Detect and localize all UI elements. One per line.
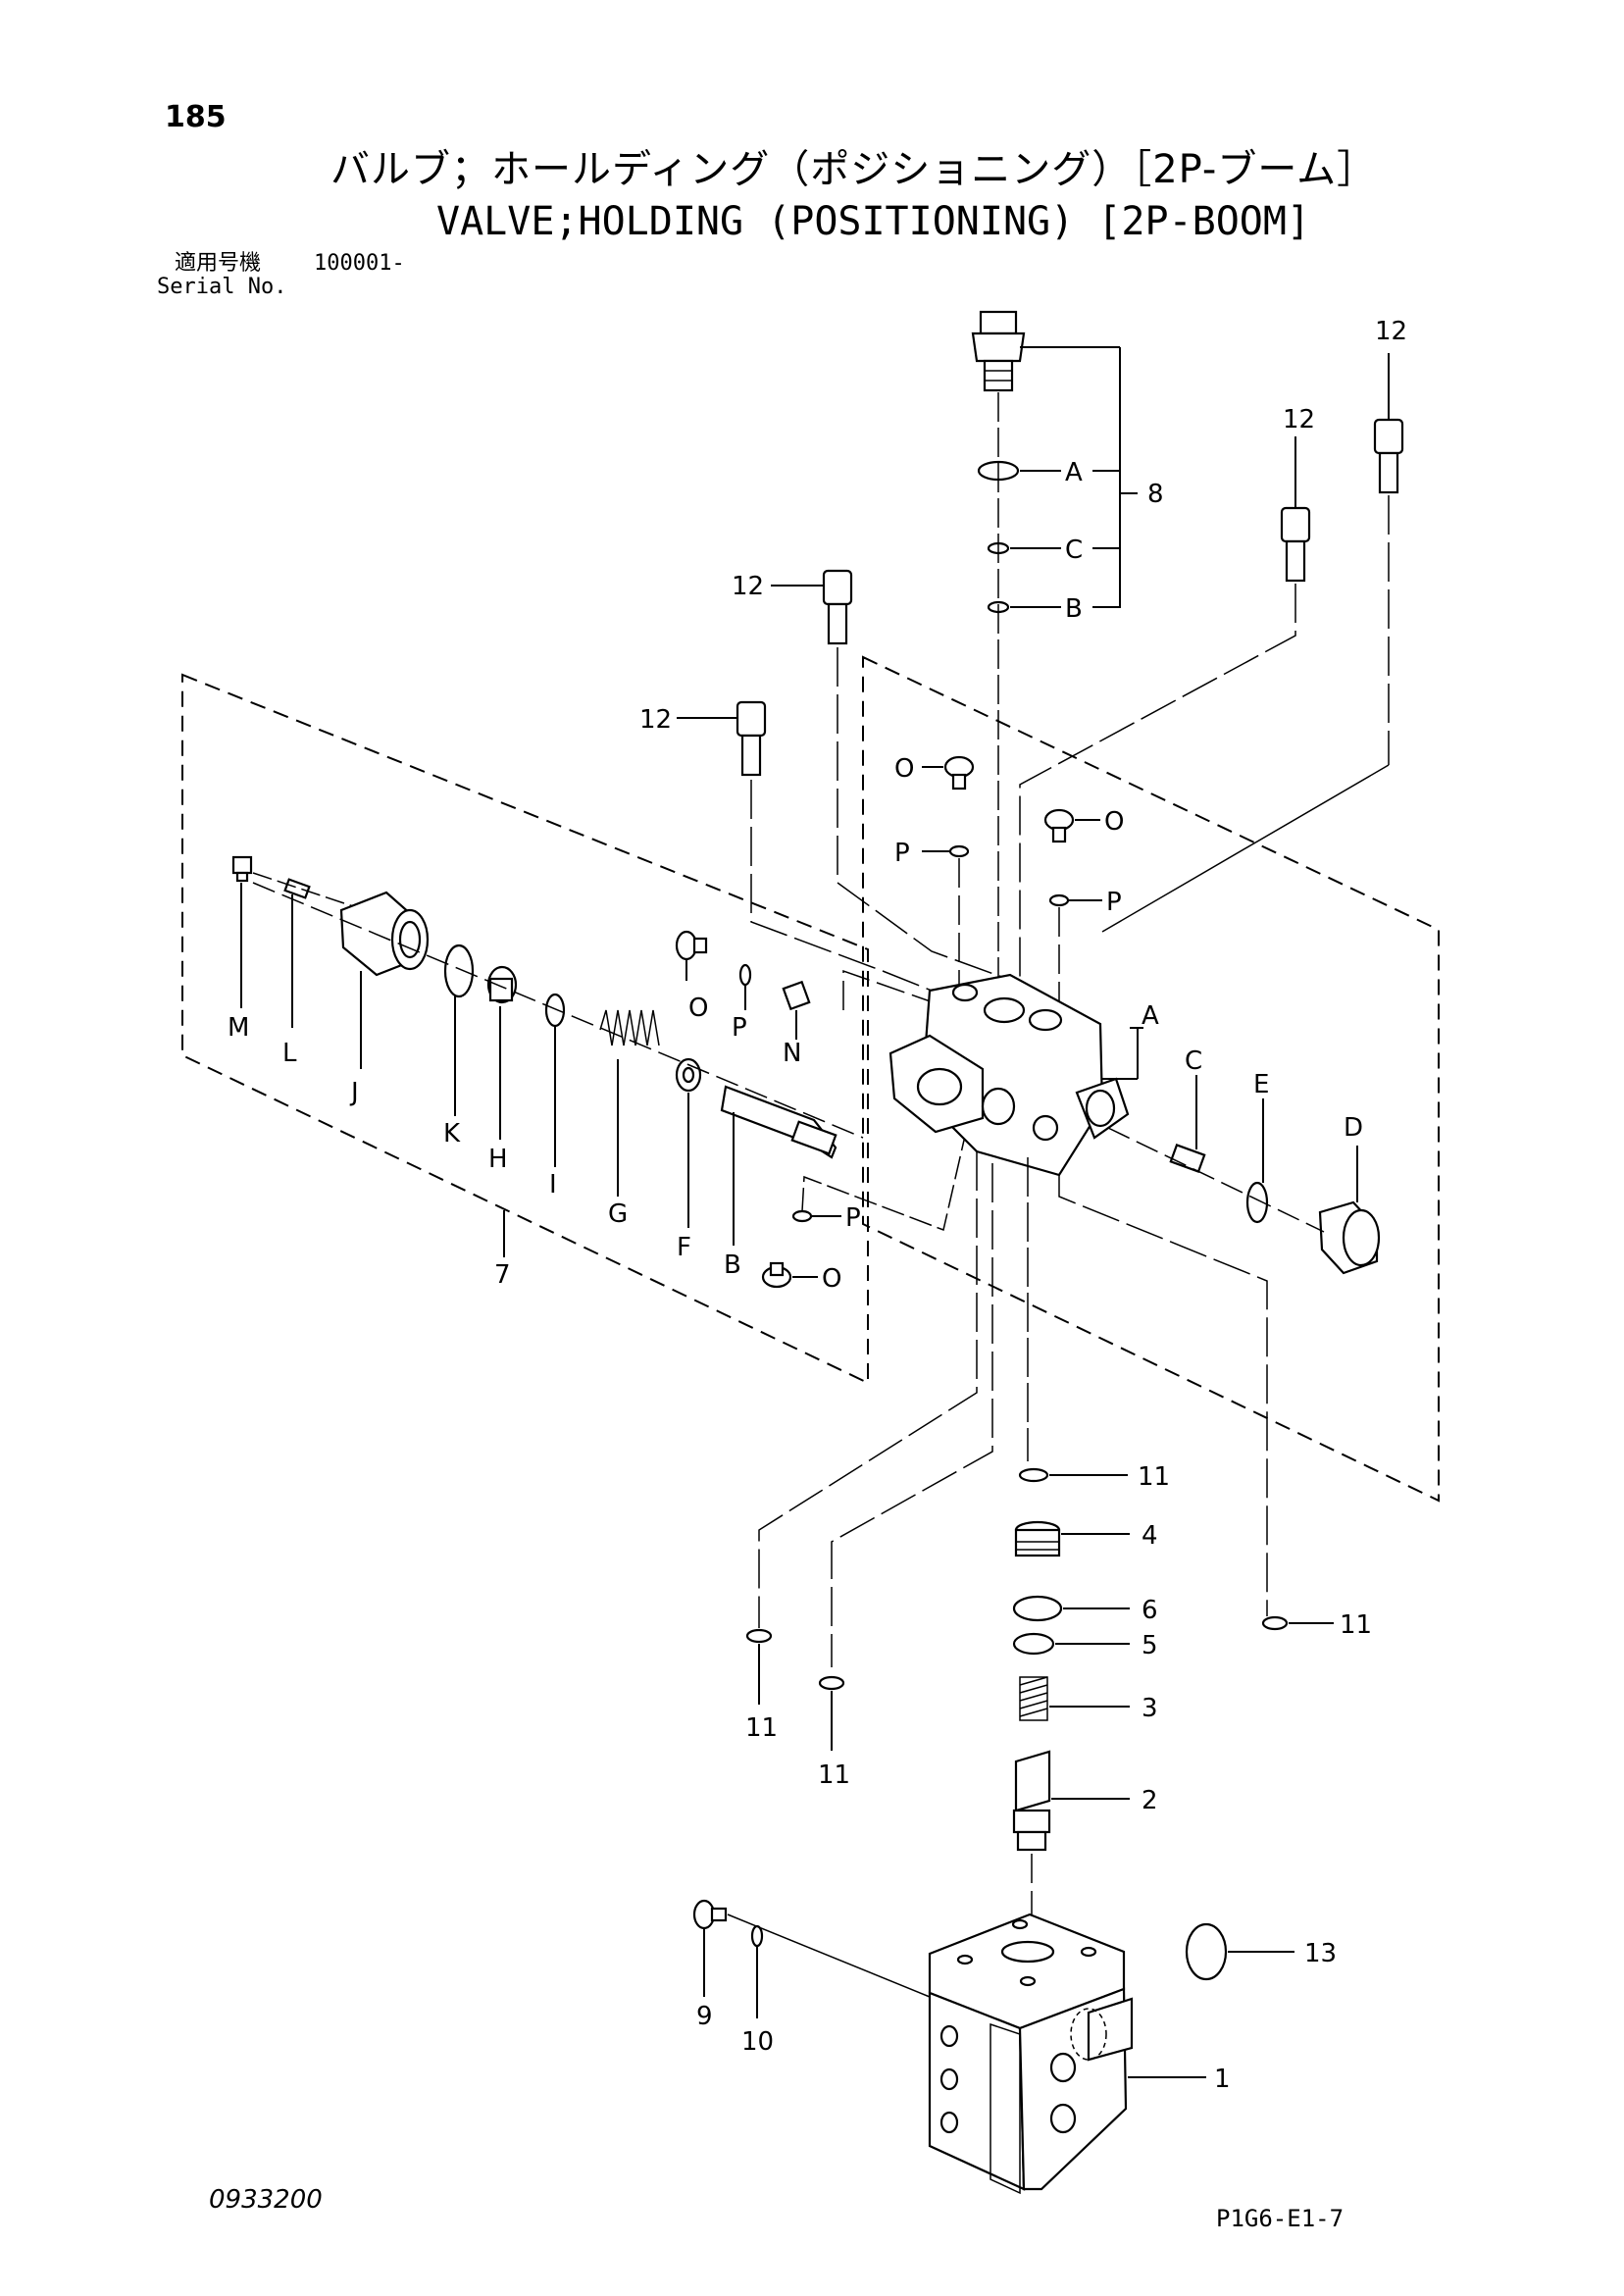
seal-P-4 (791, 1209, 813, 1223)
o-ring-11-c (1018, 1467, 1049, 1483)
seal-P-1 (948, 844, 970, 858)
bolt-12-d (736, 700, 767, 777)
label-H: H (488, 1145, 508, 1174)
seal-P-3 (738, 963, 752, 987)
label-O-3: O (688, 994, 708, 1023)
label-J: J (349, 1078, 359, 1107)
sleeve-4 (1014, 1520, 1061, 1557)
plug-O-3 (675, 930, 708, 961)
serial-label-english: Serial No. (157, 275, 287, 299)
label-O-2: O (1104, 807, 1124, 837)
o-ring-11-d (1261, 1615, 1289, 1631)
bolt-12-b (1280, 506, 1311, 583)
label-A-top: A (1065, 458, 1083, 487)
sub-assembly-outline-right (862, 655, 1440, 1503)
label-B-top: B (1065, 594, 1083, 624)
label-11-a: 11 (745, 1713, 778, 1743)
back-up-ring-I (544, 993, 566, 1028)
label-M: M (228, 1013, 249, 1043)
label-D: D (1344, 1113, 1363, 1143)
o-ring-11-b (818, 1675, 845, 1691)
o-ring-13 (1185, 1922, 1228, 1981)
spacer-H (486, 965, 518, 1004)
set-screw-C (1169, 1144, 1206, 1173)
label-11-d: 11 (1340, 1610, 1372, 1640)
title-japanese: バルブ；ホールディング（ポジショニング）［2P-ブーム］ (330, 147, 1378, 192)
bolt-12-c (822, 569, 853, 645)
label-E: E (1253, 1070, 1269, 1099)
serial-label-japanese: 適用号機 (175, 251, 262, 276)
label-O-4: O (822, 1264, 841, 1294)
label-P-2: P (1106, 888, 1122, 917)
label-P-3: P (732, 1013, 747, 1043)
label-11-c: 11 (1138, 1462, 1170, 1492)
seal-P-2 (1048, 893, 1070, 907)
spring-G (599, 1009, 660, 1046)
label-2: 2 (1142, 1786, 1158, 1815)
label-9: 9 (696, 2002, 713, 2031)
label-O-1: O (894, 754, 914, 784)
label-A-block: A (1142, 1001, 1159, 1031)
label-13: 13 (1304, 1939, 1337, 1968)
plug-O-4 (761, 1261, 792, 1289)
plug-9 (692, 1899, 728, 1930)
o-ring-10 (750, 1924, 764, 1948)
label-I: I (549, 1170, 557, 1199)
label-L: L (282, 1039, 297, 1068)
label-6: 6 (1142, 1596, 1158, 1625)
sub-assembly-outline-7 (181, 673, 869, 1385)
document-code: 0933200 (209, 2185, 323, 2215)
label-12-c: 12 (732, 572, 764, 601)
poppet-2 (1012, 1750, 1051, 1852)
spring-3 (1019, 1676, 1048, 1721)
o-ring-K (443, 944, 475, 998)
label-N: N (783, 1039, 801, 1068)
valve-body-block (888, 973, 1130, 1177)
label-K: K (443, 1119, 461, 1148)
label-B-spool: B (724, 1250, 741, 1280)
plug-J (339, 891, 430, 977)
label-5: 5 (1142, 1631, 1158, 1660)
bolt-12-a (1373, 418, 1404, 494)
housing-1 (928, 1913, 1134, 2195)
label-12-a: 12 (1375, 317, 1407, 346)
figure-code: P1G6-E1-7 (1216, 2205, 1345, 2232)
label-P-1: P (894, 839, 910, 868)
label-P-4: P (845, 1203, 861, 1233)
label-1: 1 (1214, 2065, 1231, 2094)
label-C-right: C (1185, 1046, 1202, 1076)
title-english: VALVE;HOLDING (POSITIONING) [2P-BOOM] (436, 199, 1311, 244)
page-number: 185 (165, 100, 227, 134)
o-ring-E (1245, 1181, 1269, 1224)
label-8: 8 (1147, 480, 1164, 509)
label-12-b: 12 (1283, 405, 1315, 434)
label-12-d: 12 (639, 705, 672, 735)
o-ring-11-a (745, 1628, 773, 1644)
label-7: 7 (494, 1260, 511, 1290)
label-10: 10 (741, 2027, 774, 2057)
set-screw-N (782, 980, 811, 1011)
part-8-relief-valve (971, 310, 1026, 392)
label-4: 4 (1142, 1521, 1158, 1551)
label-C-top: C (1065, 536, 1083, 565)
serial-range: 100001- (314, 251, 405, 276)
label-G: G (608, 1199, 628, 1229)
plug-D (1318, 1200, 1381, 1275)
set-screw-L (283, 878, 311, 899)
label-3: 3 (1142, 1694, 1158, 1723)
o-ring-5 (1012, 1632, 1055, 1656)
plug-O-1 (943, 755, 975, 791)
screw-M (231, 855, 253, 883)
label-11-b: 11 (818, 1760, 850, 1790)
spool-B (720, 1085, 837, 1159)
ring-6 (1012, 1595, 1063, 1622)
plug-O-2 (1043, 808, 1075, 843)
label-F: F (677, 1233, 691, 1262)
